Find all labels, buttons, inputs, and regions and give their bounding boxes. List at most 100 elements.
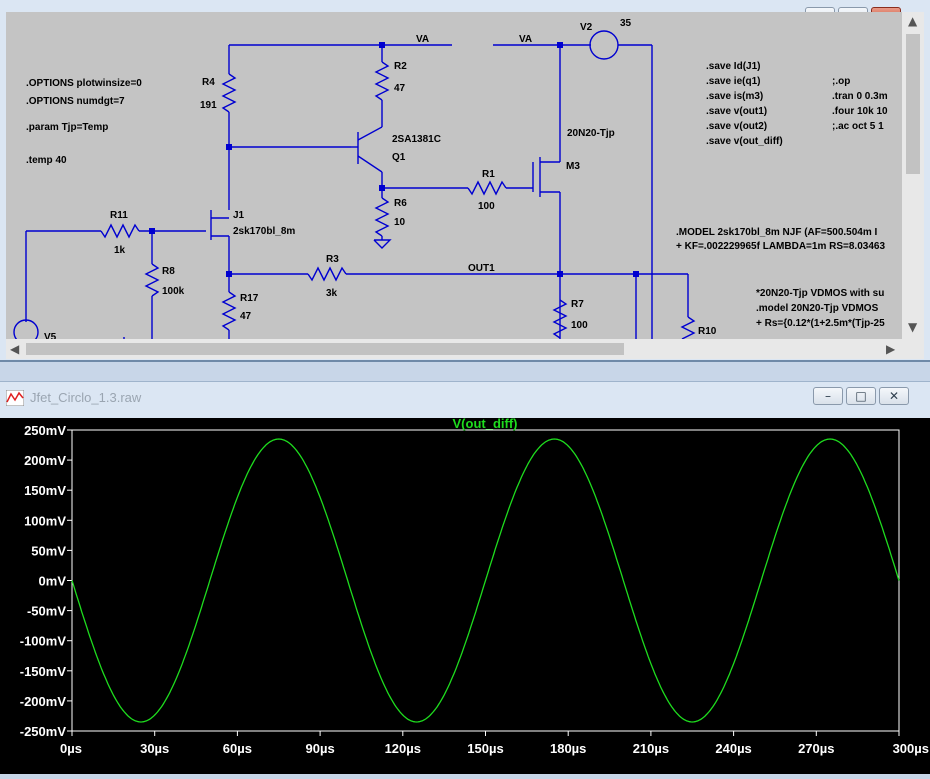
y-tick-label: -150mV xyxy=(20,664,67,679)
minimize-button[interactable]: – xyxy=(813,387,843,405)
vertical-scrollbar[interactable]: ▲ ▼ xyxy=(902,12,924,339)
close-button[interactable]: ✕ xyxy=(879,387,909,405)
scroll-left-icon[interactable]: ◀ xyxy=(10,342,20,356)
y-axis: 250mV 200mV 150mV 100mV 50mV 0mV -50mV -100mV -1… xyxy=(20,423,72,739)
series-line-v-out-diff[interactable] xyxy=(71,438,900,723)
junction-dots xyxy=(149,42,639,277)
maximize-button[interactable]: □ xyxy=(846,387,876,405)
x-tick-label: 210µs xyxy=(633,741,669,756)
label-r11-value: 1k xyxy=(114,245,126,256)
directive-save: .save Id(J1) xyxy=(706,61,760,72)
trace-name-label[interactable]: V(out_diff) xyxy=(453,416,518,431)
label-r7-value: 100 xyxy=(571,320,588,331)
x-tick-label: 180µs xyxy=(550,741,586,756)
horizontal-scrollbar[interactable]: ◀ ▶ xyxy=(6,339,902,359)
label-v2-value: 35 xyxy=(620,18,632,29)
y-tick-label: 200mV xyxy=(24,453,66,468)
x-tick-label: 150µs xyxy=(467,741,503,756)
x-tick-label: 240µs xyxy=(715,741,751,756)
y-tick-label: -50mV xyxy=(27,604,66,619)
waveform-plot[interactable]: V(out_diff) 250mV 200mV 150mV 100mV 50mV 0mV -… xyxy=(0,416,930,774)
y-tick-label: -250mV xyxy=(20,724,67,739)
label-q1-model: 2SA1381C xyxy=(392,134,441,145)
label-r7: R7 xyxy=(571,299,584,310)
x-tick-label: 0µs xyxy=(60,741,82,756)
label-r1-value: 100 xyxy=(478,201,495,212)
horizontal-scroll-thumb[interactable] xyxy=(26,343,624,355)
x-tick-label: 90µs xyxy=(306,741,335,756)
y-tick-label: 250mV xyxy=(24,423,66,438)
label-j1: J1 xyxy=(233,210,245,221)
label-r4: R4 xyxy=(202,77,215,88)
y-tick-label: 50mV xyxy=(31,543,66,558)
y-tick-label: -100mV xyxy=(20,634,67,649)
label-out1: OUT1 xyxy=(468,263,495,274)
wires xyxy=(13,30,696,339)
directive-param: .param Tjp=Temp xyxy=(26,122,108,133)
scroll-right-icon[interactable]: ▶ xyxy=(886,342,896,356)
vertical-scroll-thumb[interactable] xyxy=(906,34,920,174)
y-tick-label: 0mV xyxy=(39,574,67,589)
label-v5: V5 xyxy=(44,332,57,339)
directive-temp: .temp 40 xyxy=(26,155,67,166)
label-va-left: VA xyxy=(416,34,429,45)
label-r10: R10 xyxy=(698,326,717,337)
scroll-down-icon[interactable]: ▼ xyxy=(908,320,918,334)
label-r1: R1 xyxy=(482,169,495,180)
waveform-window: Jfet_Circlo_1.3.raw – □ ✕ V(out_diff) 25… xyxy=(0,381,930,774)
spice-directives: .OPTIONS plotwinsize=0 .OPTIONS numdgt=7… xyxy=(26,61,888,329)
x-tick-label: 270µs xyxy=(798,741,834,756)
x-tick-label: 300µs xyxy=(893,741,929,756)
label-v2: V2 xyxy=(580,22,593,33)
label-r2: R2 xyxy=(394,61,407,72)
directive-model-jfet: + KF=.002229965f LAMBDA=1m RS=8.03463 xyxy=(676,241,885,252)
directive-options1: .OPTIONS plotwinsize=0 xyxy=(26,78,142,89)
label-j1-model: 2sk170bl_8m xyxy=(233,226,295,237)
label-r3-value: 3k xyxy=(326,288,338,299)
label-r8-value: 100k xyxy=(162,286,185,297)
component-labels: VA VA V2 35 R4 191 R2 47 2SA1381C Q1 20N… xyxy=(44,18,717,339)
directive-sim: ;.op xyxy=(832,76,850,87)
directive-model-mosfet: .model 20N20-Tjp VDMOS xyxy=(756,303,879,314)
label-r17: R17 xyxy=(240,293,259,304)
label-r3: R3 xyxy=(326,254,339,265)
label-r6: R6 xyxy=(394,198,407,209)
label-va-right: VA xyxy=(519,34,532,45)
directive-save: .save v(out1) xyxy=(706,106,767,117)
schematic-window: – □ ✕ xyxy=(0,0,930,362)
y-tick-label: 150mV xyxy=(24,483,66,498)
trace-group xyxy=(71,438,900,723)
label-r8: R8 xyxy=(162,266,175,277)
x-tick-label: 30µs xyxy=(140,741,169,756)
x-axis: 0µs 30µs 60µs 90µs 120µs 150µs 180µs 210µs 240µs… xyxy=(60,731,929,756)
directive-model-mosfet: *20N20-Tjp VDMOS with su xyxy=(756,288,884,299)
label-q1: Q1 xyxy=(392,152,406,163)
directive-model-mosfet: + Rs={0.12*(1+2.5m*(Tjp-25 xyxy=(756,318,885,329)
label-r4-value: 191 xyxy=(200,100,217,111)
x-tick-label: 120µs xyxy=(385,741,421,756)
directive-sim: ;.ac oct 5 1 xyxy=(832,121,884,132)
y-tick-label: -200mV xyxy=(20,694,67,709)
x-tick-label: 60µs xyxy=(223,741,252,756)
label-r11: R11 xyxy=(110,210,128,221)
directive-sim: .four 10k 10 xyxy=(832,106,888,117)
directive-save: .save ie(q1) xyxy=(706,76,760,87)
label-r17-value: 47 xyxy=(240,311,252,322)
waveform-app-icon xyxy=(6,390,24,406)
directive-sim: .tran 0 0.3m xyxy=(832,91,888,102)
directive-save: .save is(m3) xyxy=(706,91,763,102)
scroll-up-icon[interactable]: ▲ xyxy=(908,14,918,28)
waveform-titlebar: Jfet_Circlo_1.3.raw – □ ✕ xyxy=(0,382,930,412)
directive-options2: .OPTIONS numdgt=7 xyxy=(26,96,125,107)
resize-grip-icon[interactable] xyxy=(902,339,924,359)
directive-model-jfet: .MODEL 2sk170bl_8m NJF (AF=500.504m I xyxy=(676,227,878,238)
directive-save: .save v(out_diff) xyxy=(706,136,783,147)
label-m3-model: 20N20-Tjp xyxy=(567,128,615,139)
waveform-window-title: Jfet_Circlo_1.3.raw xyxy=(30,390,142,405)
label-m3: M3 xyxy=(566,161,580,172)
label-r2-value: 47 xyxy=(394,83,406,94)
label-r6-value: 10 xyxy=(394,217,406,228)
schematic-canvas[interactable]: VA VA V2 35 R4 191 R2 47 2SA1381C Q1 20N… xyxy=(6,12,902,339)
directive-save: .save v(out2) xyxy=(706,121,767,132)
y-tick-label: 100mV xyxy=(24,513,66,528)
